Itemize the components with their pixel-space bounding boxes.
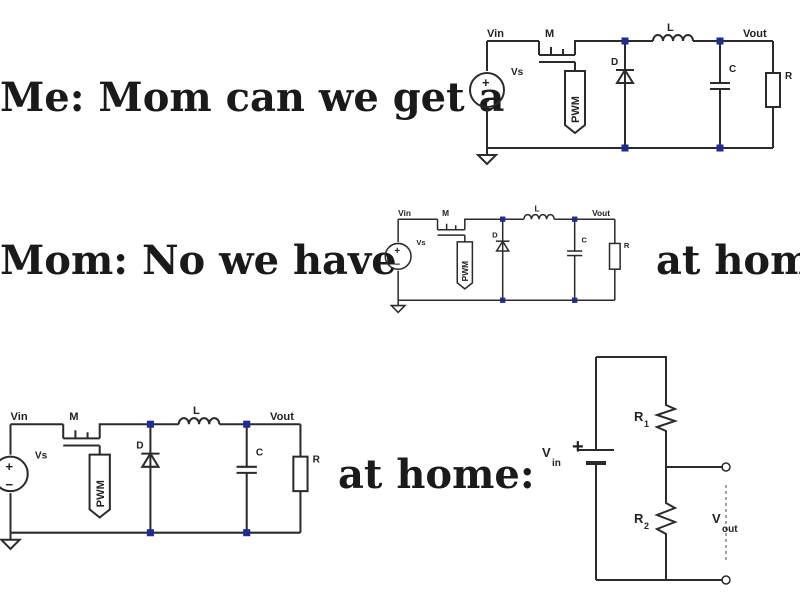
meme-line-mom: Mom: No we have <box>0 237 397 284</box>
junction-dot <box>500 297 506 303</box>
label-r: R <box>624 241 630 250</box>
pwm-source-box <box>564 70 586 135</box>
divider-wire-bottom <box>596 540 667 581</box>
junction-dot <box>500 216 506 222</box>
ground-icon <box>389 304 407 314</box>
ground-icon <box>475 154 499 166</box>
label-source-plus: + <box>482 75 490 90</box>
junction-dot <box>243 420 251 428</box>
junction-dot <box>716 144 724 152</box>
label-vout-sub: out <box>722 524 738 535</box>
label-vs: Vs <box>416 238 425 247</box>
diode-symbol <box>495 239 511 252</box>
label-vout: Vout <box>270 411 294 423</box>
label-vs: Vs <box>35 451 48 462</box>
label-r2: R <box>634 511 644 526</box>
resistor-r1-symbol <box>653 400 679 433</box>
inductor-symbol <box>652 34 694 42</box>
inductor-symbol <box>177 417 221 425</box>
wire-switch-out <box>464 218 503 230</box>
junction-dot <box>243 529 251 537</box>
label-l: L <box>535 204 540 214</box>
label-vout: Vout <box>592 208 610 218</box>
resistor-r2-symbol <box>654 495 678 540</box>
label-m: M <box>545 28 554 40</box>
resistor-symbol <box>765 72 781 108</box>
junction-dot <box>621 144 629 152</box>
vout-terminal-bottom <box>721 575 731 585</box>
divider-wire-top <box>596 356 667 400</box>
meme-line-home: at home: <box>338 451 535 498</box>
label-r: R <box>313 455 321 466</box>
label-source-minus: − <box>394 260 400 271</box>
junction-dot <box>716 37 724 45</box>
label-source-plus: + <box>394 246 400 257</box>
voltage-source-symbol <box>384 242 412 270</box>
voltage-source-symbol <box>469 72 505 108</box>
label-vin-sub: in <box>552 458 561 469</box>
junction-dot <box>572 297 578 303</box>
label-source-minus: − <box>482 93 490 108</box>
label-d: D <box>136 441 143 452</box>
meme-line-me: Me: Mom can we get a <box>0 74 505 121</box>
label-vin: V <box>542 445 551 460</box>
pwm-source-box <box>456 241 474 290</box>
label-c: C <box>729 64 736 75</box>
label-vout: Vout <box>743 28 767 40</box>
meme-line-mom-suffix: at home <box>656 237 800 284</box>
pwm-source-box <box>88 453 111 519</box>
junction-dot <box>146 529 154 537</box>
label-vin: Vin <box>487 28 504 40</box>
resistor-symbol <box>608 242 621 270</box>
junction-dot <box>572 216 578 222</box>
vout-terminal-top <box>721 462 731 472</box>
label-source-plus: + <box>5 459 13 474</box>
junction-dot <box>621 37 629 45</box>
label-c: C <box>256 448 264 459</box>
label-d: D <box>492 230 498 239</box>
diode-symbol <box>615 68 635 84</box>
inductor-symbol <box>523 213 555 220</box>
label-r1-sub: 1 <box>644 419 649 429</box>
label-r: R <box>785 71 793 82</box>
label-vout: V <box>712 511 721 526</box>
voltage-divider-circuit: V in + R 1 R 2 V out <box>542 356 738 585</box>
label-d: D <box>611 57 618 68</box>
ground-icon <box>0 538 23 551</box>
resistor-symbol <box>292 455 309 493</box>
junction-dot <box>146 420 154 428</box>
label-m: M <box>69 411 78 423</box>
battery-plus-sign: + <box>572 436 584 458</box>
label-c: C <box>581 236 587 245</box>
label-m: M <box>442 208 449 218</box>
voltage-source-symbol <box>0 455 29 493</box>
label-vs: Vs <box>511 67 524 78</box>
label-pwm: PWM <box>460 261 470 281</box>
label-pwm: PWM <box>95 480 107 507</box>
label-pwm: PWM <box>570 96 582 123</box>
label-r2-sub: 2 <box>644 521 649 531</box>
label-r1: R <box>634 409 644 424</box>
wire-switch-out <box>574 40 625 55</box>
label-l: L <box>667 22 674 34</box>
label-l: L <box>193 405 200 417</box>
label-vin: Vin <box>10 411 27 423</box>
label-vin: Vin <box>398 208 411 218</box>
label-source-minus: − <box>5 477 13 492</box>
wire-switch-out <box>98 423 151 439</box>
diode-symbol <box>140 451 161 468</box>
